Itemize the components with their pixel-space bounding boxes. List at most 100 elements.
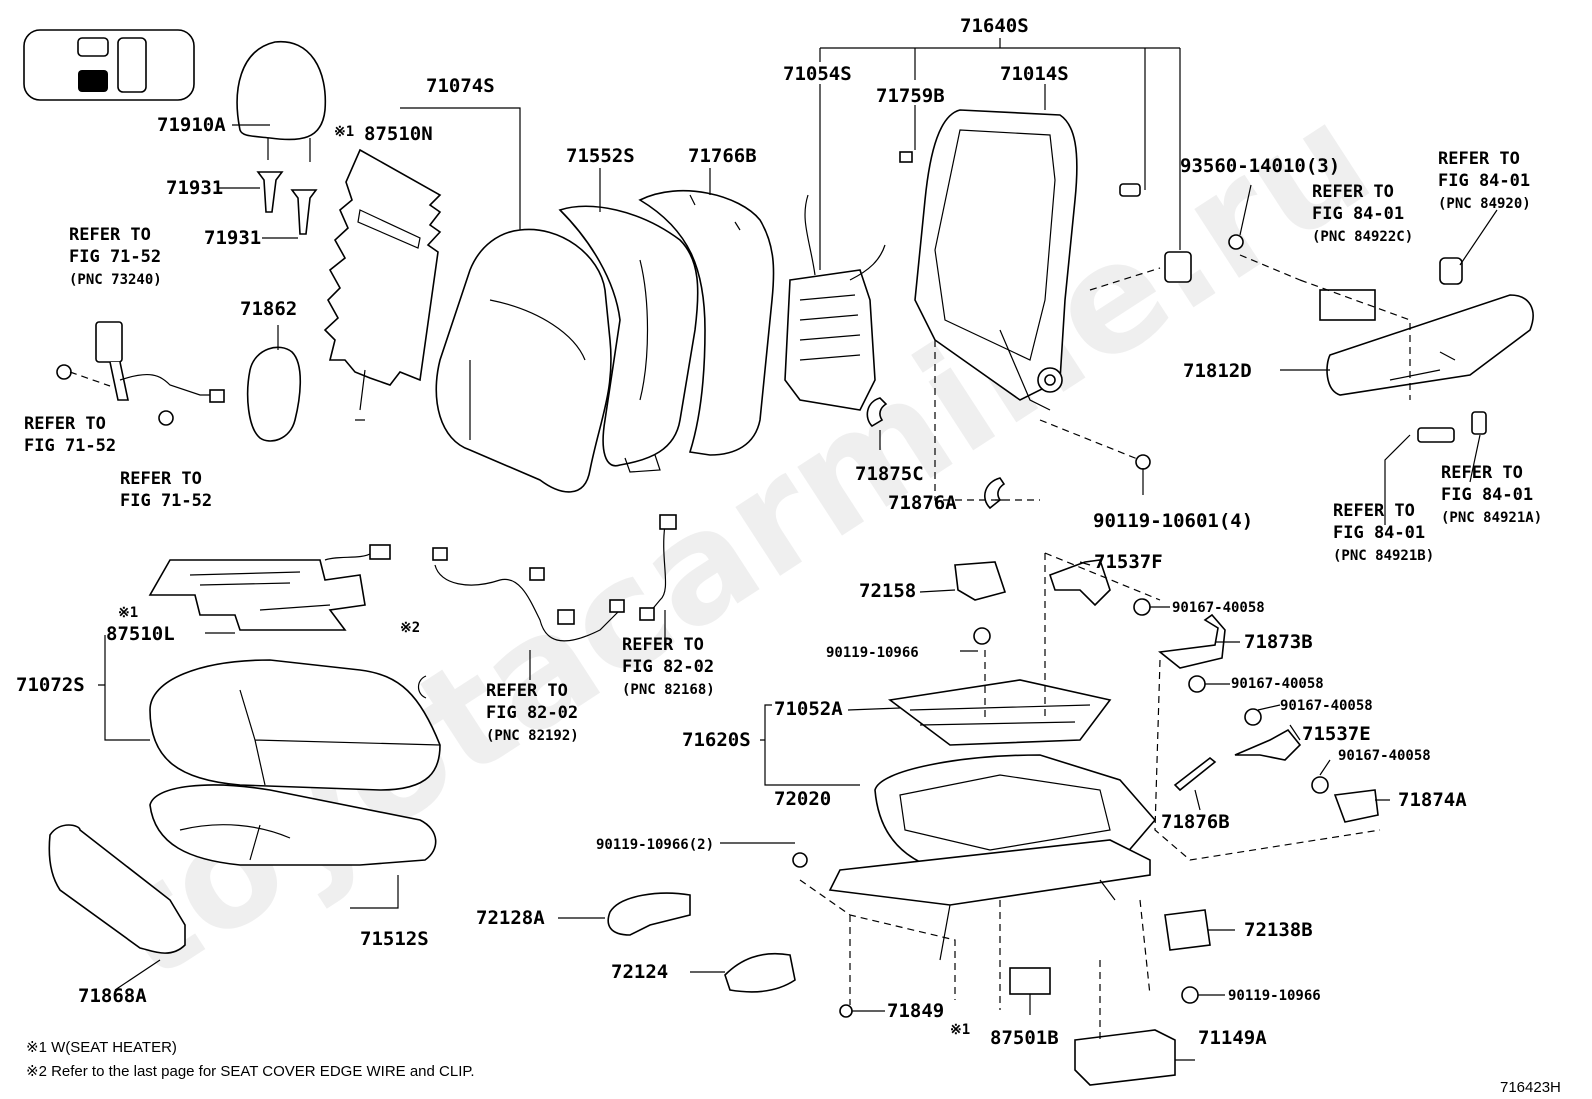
refer-to-fig-71-52-buckle[interactable]: REFER TO FIG 71-52 (PNC 73240) [69, 225, 171, 288]
edge-wire-clip-drawing [417, 675, 427, 699]
mark-1-heater: ※1 [334, 124, 354, 140]
leg-cover-drawing [1074, 1029, 1176, 1086]
callout-71931-lower[interactable]: 71931 [204, 227, 261, 249]
callout-71052A[interactable]: 71052A [774, 698, 843, 720]
refer-to-fig-84-01-84921A[interactable]: REFER TO FIG 84-01 (PNC 84921A) [1441, 463, 1543, 526]
bolt-drawing [1311, 776, 1329, 794]
bracket-drawing [1234, 728, 1302, 761]
bolt-drawing [1181, 986, 1199, 1004]
cushion-side-trim-drawing [48, 824, 186, 954]
callout-71552S[interactable]: 71552S [566, 145, 635, 167]
seatback-rear-board-drawing [638, 189, 775, 456]
callout-90167-40058-d[interactable]: 90167-40058 [1338, 748, 1431, 764]
bracket-drawing [1333, 789, 1379, 823]
seatbelt-buckle-drawing [56, 321, 225, 426]
callout-87510N[interactable]: 87510N [364, 123, 433, 145]
callout-71072S[interactable]: 71072S [16, 674, 85, 696]
refer-to-fig-82-02-82192[interactable]: REFER TO FIG 82-02 (PNC 82192) [486, 681, 588, 744]
callout-71876B[interactable]: 71876B [1161, 811, 1230, 833]
callout-71766B[interactable]: 71766B [688, 145, 757, 167]
callout-72138B[interactable]: 72138B [1244, 919, 1313, 941]
callout-71875C[interactable]: 71875C [855, 463, 924, 485]
refer-to-fig-71-52-bolt[interactable]: REFER TO FIG 71-52 [24, 414, 116, 456]
figure-id: 716423H [1500, 1079, 1561, 1096]
part-callouts: 71640S 71054S 71759B 71014S 71074S 71910… [16, 15, 1467, 1049]
callout-71862[interactable]: 71862 [240, 298, 297, 320]
callout-71537F[interactable]: 71537F [1094, 551, 1163, 573]
callout-71537E[interactable]: 71537E [1302, 723, 1371, 745]
callout-90119-10966-a[interactable]: 90119-10966 [826, 645, 919, 661]
bracket-drawing [1158, 613, 1226, 669]
callout-71620S[interactable]: 71620S [682, 729, 751, 751]
callout-90119-10601[interactable]: 90119-10601(4) [1093, 510, 1253, 532]
callout-71759B[interactable]: 71759B [876, 85, 945, 107]
bolt-drawing [1133, 598, 1151, 616]
refer-to-fig-84-01-84922C[interactable]: REFER TO FIG 84-01 (PNC 84922C) [1312, 182, 1414, 245]
cover-drawing [724, 952, 796, 993]
callout-71868A[interactable]: 71868A [78, 985, 147, 1007]
callout-71874A[interactable]: 71874A [1398, 789, 1467, 811]
callout-90119-10966-b[interactable]: 90119-10966 [1228, 988, 1321, 1004]
cushion-cover-drawing [149, 659, 441, 791]
seatback-cover-drawing [435, 228, 612, 493]
callout-72124[interactable]: 72124 [611, 961, 668, 983]
seatback-frame-drawing [899, 109, 1192, 411]
callout-72128A[interactable]: 72128A [476, 907, 545, 929]
callout-71849[interactable]: 71849 [887, 1000, 944, 1022]
lumbar-support-drawing [784, 194, 886, 411]
callout-71876A[interactable]: 71876A [888, 492, 957, 514]
seat-location-icon [23, 29, 195, 101]
callout-93560-14010[interactable]: 93560-14010(3) [1180, 155, 1340, 177]
callout-90167-40058-c[interactable]: 90167-40058 [1280, 698, 1373, 714]
wire-harness-drawing [432, 514, 677, 642]
footnote-seat-heater: ※1 W(SEAT HEATER) [26, 1039, 177, 1056]
callout-71512S[interactable]: 71512S [360, 928, 429, 950]
cushion-pad-drawing [149, 784, 437, 866]
clip-drawing [839, 1004, 853, 1018]
track-assembly-outline [799, 552, 1381, 1040]
callout-71149A[interactable]: 71149A [1198, 1027, 1267, 1049]
reference-notes: REFER TO FIG 71-52 (PNC 73240) REFER TO … [24, 149, 1543, 744]
bracket-drawing [954, 561, 1007, 601]
callout-71074S[interactable]: 71074S [426, 75, 495, 97]
cushion-heater-drawing [148, 544, 391, 631]
callout-72020[interactable]: 72020 [774, 788, 831, 810]
bolt-drawing [1244, 708, 1262, 726]
callout-71910A[interactable]: 71910A [157, 114, 226, 136]
callout-71873B[interactable]: 71873B [1244, 631, 1313, 653]
callout-87501B[interactable]: 87501B [990, 1027, 1059, 1049]
callout-90167-40058-b[interactable]: 90167-40058 [1231, 676, 1324, 692]
seatback-heater-drawing [323, 148, 442, 421]
seat-track-frame-drawing [792, 754, 1157, 961]
callout-90167-40058-a[interactable]: 90167-40058 [1172, 600, 1265, 616]
bracket-drawing [1048, 559, 1111, 607]
bolt-drawing [1228, 234, 1244, 250]
side-shield-drawing [1319, 257, 1534, 443]
mark-1-cushion-heater: ※1 [118, 605, 138, 621]
refer-to-fig-71-52-clip[interactable]: REFER TO FIG 71-52 [120, 469, 212, 511]
bolt-drawing [973, 627, 991, 645]
refer-to-fig-84-01-84921B[interactable]: REFER TO FIG 84-01 (PNC 84921B) [1333, 501, 1435, 564]
cover-drawing [607, 892, 691, 936]
footnote-edge-wire: ※2 Refer to the last page for SEAT COVER… [26, 1063, 475, 1080]
headrest-drawing [236, 40, 327, 235]
callout-71014S[interactable]: 71014S [1000, 63, 1069, 85]
cover-clip-drawing [866, 397, 888, 428]
callout-71931-upper[interactable]: 71931 [166, 177, 223, 199]
callout-71640S[interactable]: 71640S [960, 15, 1029, 37]
wire-clip-drawing [1173, 756, 1217, 792]
mark-2-edge-wire: ※2 [400, 620, 420, 636]
connector-drawing [1009, 967, 1051, 995]
callout-71812D[interactable]: 71812D [1183, 360, 1252, 382]
callout-87510L[interactable]: 87510L [106, 623, 175, 645]
seatback-pad-drawing [558, 205, 699, 473]
leader-lines [98, 38, 1498, 1061]
mark-1-connector: ※1 [950, 1022, 970, 1038]
cover-drawing [1164, 909, 1211, 951]
callout-90119-10966-2[interactable]: 90119-10966(2) [596, 837, 714, 853]
callout-72158[interactable]: 72158 [859, 580, 916, 602]
refer-to-fig-82-02-82168[interactable]: REFER TO FIG 82-02 (PNC 82168) [622, 635, 724, 698]
callout-71054S[interactable]: 71054S [783, 63, 852, 85]
refer-to-fig-84-01-84920[interactable]: REFER TO FIG 84-01 (PNC 84920) [1438, 149, 1540, 212]
bolt-drawing [1188, 675, 1206, 693]
